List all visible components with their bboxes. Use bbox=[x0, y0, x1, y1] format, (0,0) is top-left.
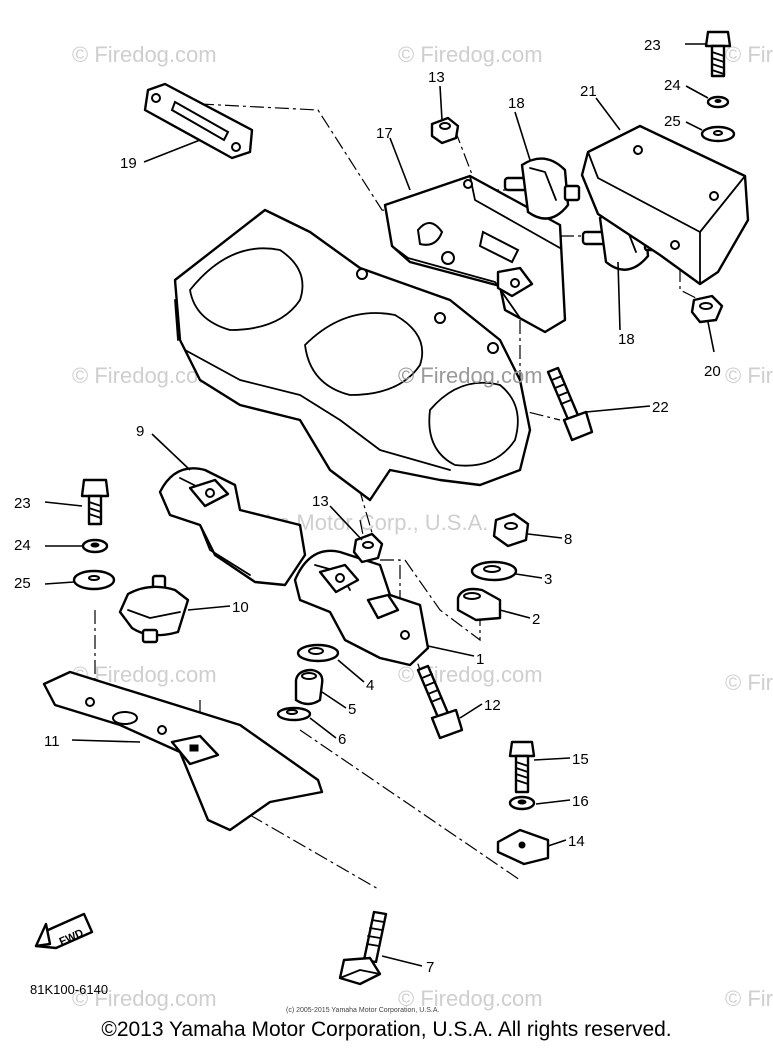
part-4-washer bbox=[296, 643, 340, 663]
part-1-engine-mount-front bbox=[293, 549, 430, 667]
part-14-plate bbox=[496, 828, 550, 866]
callout-13: 13 bbox=[428, 69, 445, 86]
callout-3: 3 bbox=[544, 571, 552, 588]
callout-24: 24 bbox=[664, 77, 681, 94]
callout-23: 23 bbox=[644, 37, 661, 54]
callout-2: 2 bbox=[532, 611, 540, 628]
callout-19: 19 bbox=[120, 155, 137, 172]
part-25-washer-top bbox=[700, 125, 736, 143]
part-8-nut bbox=[492, 512, 530, 548]
part-20-nut bbox=[690, 294, 724, 324]
part-15-bolt bbox=[508, 740, 536, 794]
part-12-bolt bbox=[416, 664, 464, 740]
callout-labels: 23 24 25 21 18 13 17 19 18 20 22 9 13 23… bbox=[14, 37, 721, 976]
part-22-bolt bbox=[546, 366, 594, 442]
part-13-nut-lower bbox=[352, 532, 384, 564]
part-24-washer-lower bbox=[81, 538, 109, 554]
part-10-rubber-mount bbox=[118, 574, 190, 644]
part-11-base-plate bbox=[42, 670, 324, 832]
crankcase-outline bbox=[173, 208, 532, 502]
part-13-nut-top bbox=[430, 116, 460, 145]
callout-10: 10 bbox=[232, 599, 249, 616]
watermark-text: © Firedog.com bbox=[725, 42, 773, 67]
callout-7: 7 bbox=[426, 959, 434, 976]
callout-8: 8 bbox=[564, 531, 572, 548]
callout-16: 16 bbox=[572, 793, 589, 810]
callout-12: 12 bbox=[484, 697, 501, 714]
callout-17: 17 bbox=[376, 125, 393, 142]
callout-15: 15 bbox=[572, 751, 589, 768]
callout-25: 25 bbox=[14, 575, 31, 592]
callout-6: 6 bbox=[338, 731, 346, 748]
part-23-bolt-top bbox=[704, 30, 732, 78]
watermark-text: © Firedog.com bbox=[725, 670, 773, 695]
callout-23: 23 bbox=[14, 495, 31, 512]
part-24-washer-top bbox=[706, 95, 730, 109]
part-18-rubber-mount-upper bbox=[503, 157, 581, 220]
part-16-washer bbox=[508, 795, 536, 811]
watermark-text: © Firedog.com bbox=[72, 986, 217, 1011]
diagram-code: 81K100-6140 bbox=[30, 982, 108, 997]
part-25-washer-lower bbox=[72, 569, 116, 591]
part-23-bolt-lower bbox=[80, 478, 110, 526]
callout-18: 18 bbox=[618, 331, 635, 348]
part-3-damper bbox=[470, 560, 518, 582]
part-21-mount-cover bbox=[580, 124, 750, 286]
callout-14: 14 bbox=[568, 833, 585, 850]
watermark-text: © Firedog.com bbox=[398, 986, 543, 1011]
callout-11: 11 bbox=[44, 733, 60, 750]
leader-lines bbox=[44, 43, 715, 967]
small-copyright: (c) 2005-2015 Yamaha Motor Corporation, … bbox=[286, 1007, 439, 1014]
callout-1: 1 bbox=[476, 651, 484, 668]
watermark-center: © Firedog.com bbox=[398, 363, 543, 388]
callout-24: 24 bbox=[14, 537, 31, 554]
callout-25: 25 bbox=[664, 113, 681, 130]
callout-18: 18 bbox=[508, 95, 525, 112]
watermark-text: © Firedog.com bbox=[72, 42, 217, 67]
callout-5: 5 bbox=[348, 701, 356, 718]
fwd-arrow-icon: FWD bbox=[34, 912, 94, 950]
part-7-bolt bbox=[338, 910, 388, 986]
callout-21: 21 bbox=[580, 83, 597, 100]
callout-22: 22 bbox=[652, 399, 669, 416]
watermark-text: © Firedog.com bbox=[725, 363, 773, 388]
part-5-collar bbox=[294, 668, 324, 706]
callout-13: 13 bbox=[312, 493, 329, 510]
part-2-damper bbox=[456, 587, 502, 622]
part-17-engine-mount-bracket bbox=[383, 174, 567, 334]
callout-4: 4 bbox=[366, 677, 374, 694]
part-6-washer bbox=[276, 706, 312, 722]
part-19-bracket bbox=[143, 82, 254, 160]
watermark-text: © Firedog.com bbox=[398, 42, 543, 67]
part-9-bracket bbox=[158, 467, 307, 587]
callout-9: 9 bbox=[136, 423, 144, 440]
callout-20: 20 bbox=[704, 363, 721, 380]
watermark-text: © Firedog.com bbox=[725, 986, 773, 1011]
copyright-footer: ©2013 Yamaha Motor Corporation, U.S.A. A… bbox=[101, 1018, 672, 1041]
